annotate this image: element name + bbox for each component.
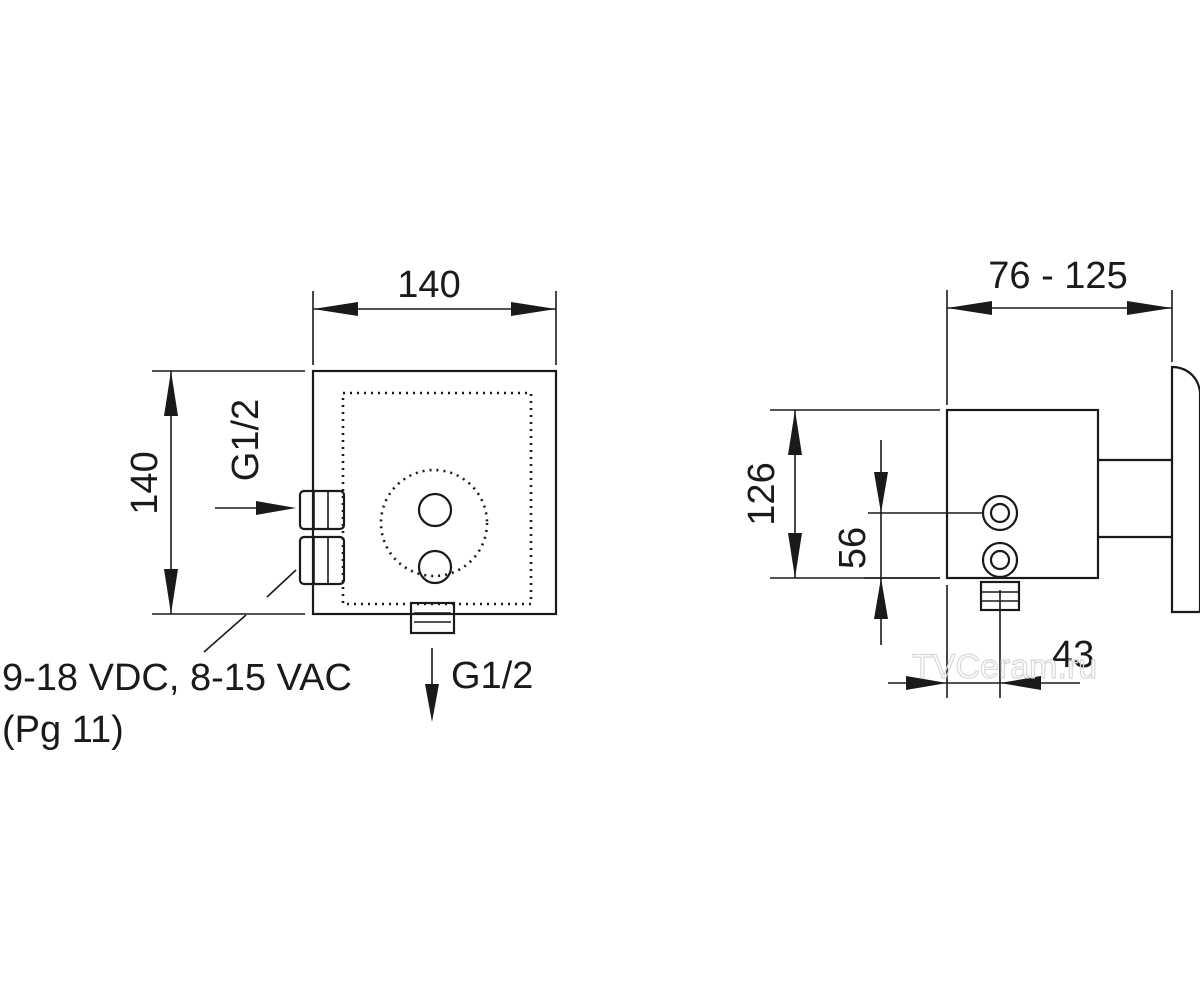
connection-offset-dimension: 43 — [888, 585, 1094, 698]
gland-label: (Pg 11) — [2, 709, 124, 751]
side-view: 76 - 125 126 56 43 — [741, 255, 1200, 698]
side-depth-label: 76 - 125 — [988, 255, 1127, 297]
connection-height-label: 56 — [832, 527, 874, 569]
front-dotted-circle — [379, 468, 489, 578]
side-body — [945, 408, 1100, 580]
connection-height-dimension: 56 — [832, 440, 983, 645]
front-inner-box — [341, 391, 533, 606]
front-width-dimension: 140 — [312, 264, 557, 365]
connection-offset-label: 43 — [1052, 634, 1094, 676]
power-label: 9-18 VDC, 8-15 VAC — [2, 657, 352, 699]
outlet-indicator: G1/2 — [425, 648, 533, 722]
side-upper-port — [981, 494, 1019, 532]
cable-gland-fitting — [298, 535, 346, 586]
cover-plate — [1170, 365, 1200, 614]
front-housing — [311, 369, 558, 616]
front-height-dimension: 140 — [124, 370, 305, 615]
side-height-label: 126 — [741, 462, 783, 525]
front-width-label: 140 — [397, 264, 460, 306]
side-lower-port — [981, 541, 1019, 579]
front-view: 140 140 G1/2 G1/2 9-18 VDC, 8-15 VA — [2, 264, 558, 751]
side-height-dimension: 126 — [741, 409, 940, 579]
front-height-label: 140 — [124, 451, 166, 514]
outlet-fitting — [409, 601, 456, 635]
front-lower-port — [417, 549, 453, 585]
power-callout: 9-18 VDC, 8-15 VAC (Pg 11) — [2, 569, 352, 751]
inlet-fitting — [298, 489, 346, 531]
watermark: TVCeram.ru — [912, 648, 1097, 686]
inlet-indicator: G1/2 — [215, 399, 296, 515]
inlet-label: G1/2 — [225, 399, 267, 481]
side-depth-dimension: 76 - 125 — [946, 255, 1173, 405]
outlet-label: G1/2 — [451, 655, 533, 697]
front-upper-port — [417, 492, 453, 528]
